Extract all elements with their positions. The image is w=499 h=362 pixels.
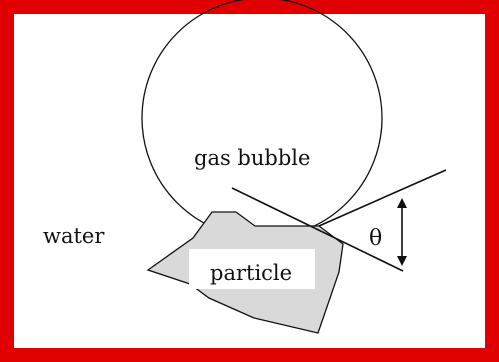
particle-label-background bbox=[189, 249, 315, 289]
water-label: water bbox=[43, 224, 105, 248]
surface-line bbox=[318, 169, 447, 227]
bubble-tangent-line bbox=[231, 187, 404, 272]
gas-bubble-label: gas bubble bbox=[194, 146, 310, 170]
angle-theta-label: θ bbox=[369, 226, 382, 251]
particle-label: particle bbox=[210, 261, 292, 285]
